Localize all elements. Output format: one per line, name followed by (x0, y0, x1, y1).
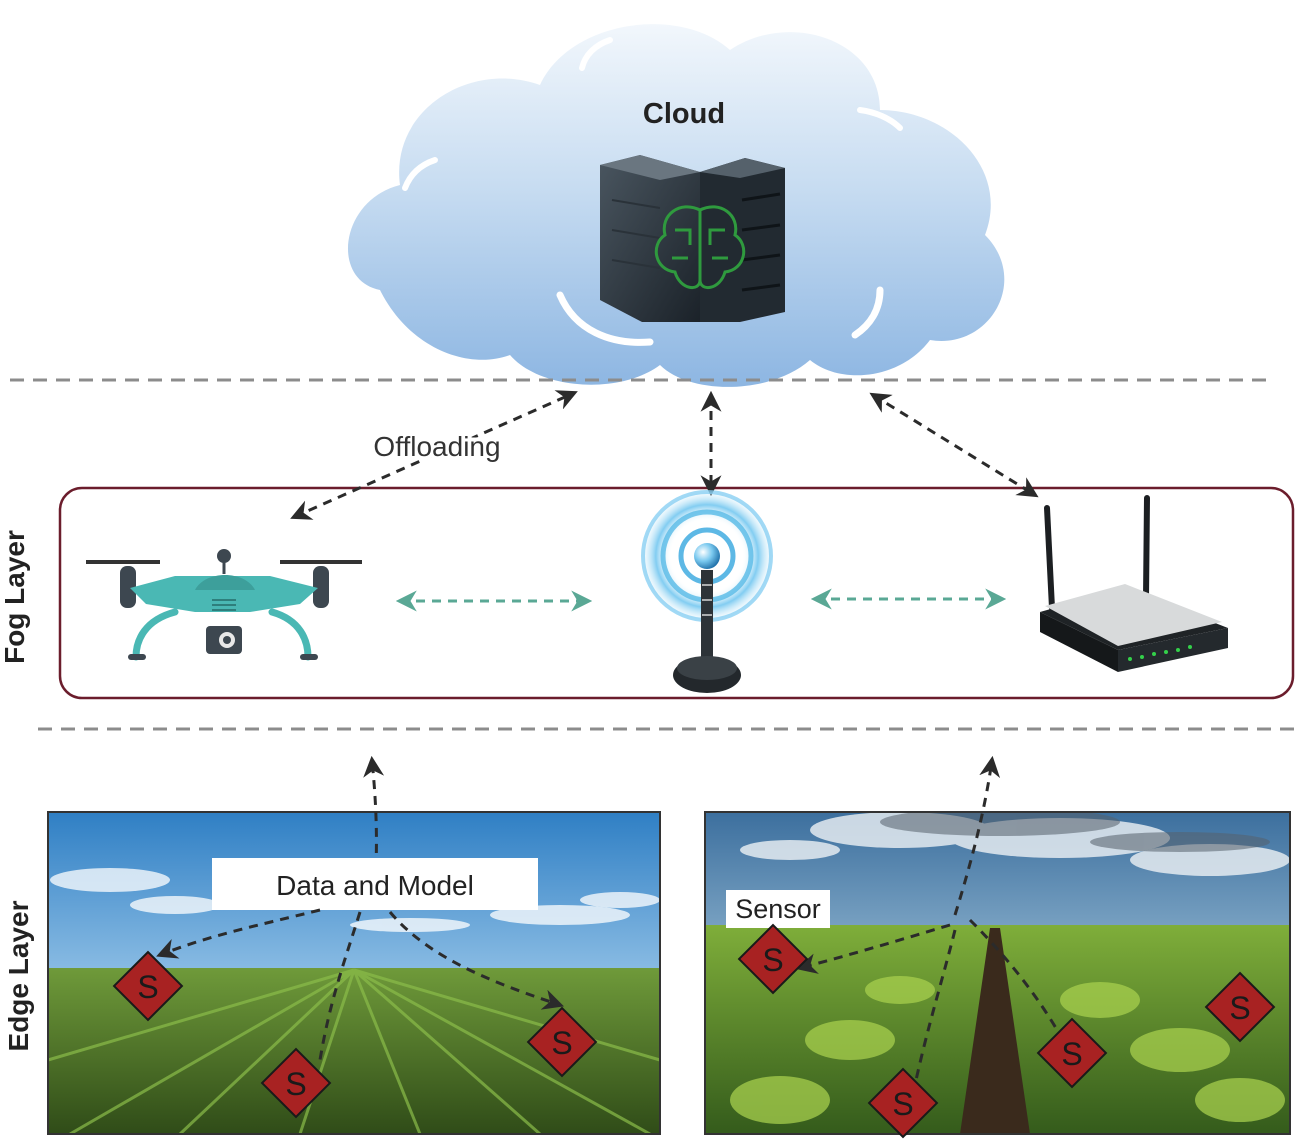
sensor-mark: S (1229, 990, 1250, 1026)
edge-left-up-arrow (363, 755, 385, 886)
data-model-label-box (212, 858, 538, 910)
sensor-mark: S (551, 1025, 572, 1061)
fog-layer-box (58, 486, 1295, 700)
crop-field-frame-left (47, 811, 661, 1135)
sensor-mark: S (762, 942, 783, 978)
sensor-link-right-3 (968, 918, 1062, 1036)
sensor-icon (1036, 1017, 1108, 1089)
sensor-icon (260, 1047, 332, 1119)
sensor-label: Sensor (735, 894, 821, 924)
drone-icon (86, 549, 362, 661)
sensor-mark: S (285, 1066, 306, 1102)
data-model-label: Data and Model (276, 870, 474, 901)
sensor-icon (867, 1067, 939, 1139)
server-ai-icon (600, 155, 785, 322)
sensor-link-left-2 (318, 911, 362, 1061)
offloading-label: Offloading (373, 431, 500, 462)
offloading-arrow (290, 390, 578, 520)
sensor-link-right-1 (795, 923, 951, 974)
crop-field-frame-right (704, 811, 1291, 1135)
cloud-router-arrow (869, 392, 1039, 498)
cloud-label: Cloud (643, 98, 725, 130)
sensor-link-left-3 (388, 911, 564, 1010)
sensor-label-box (726, 890, 830, 928)
fog-layer-label: Fog Layer (0, 530, 30, 664)
wireless-antenna-icon (641, 490, 773, 693)
sensor-icon (737, 923, 809, 995)
sensor-icon (526, 1006, 598, 1078)
sensor-mark: S (137, 969, 158, 1005)
wifi-router-icon (1040, 495, 1228, 672)
sensor-icon (1204, 971, 1276, 1043)
edge-layer-label: Edge Layer (3, 900, 34, 1051)
sensor-icon (112, 950, 184, 1022)
edge-right-up-arrow (953, 755, 1001, 916)
sensor-link-left-1 (156, 908, 321, 959)
sensor-mark: S (1061, 1036, 1082, 1072)
sensor-mark: S (892, 1086, 913, 1122)
